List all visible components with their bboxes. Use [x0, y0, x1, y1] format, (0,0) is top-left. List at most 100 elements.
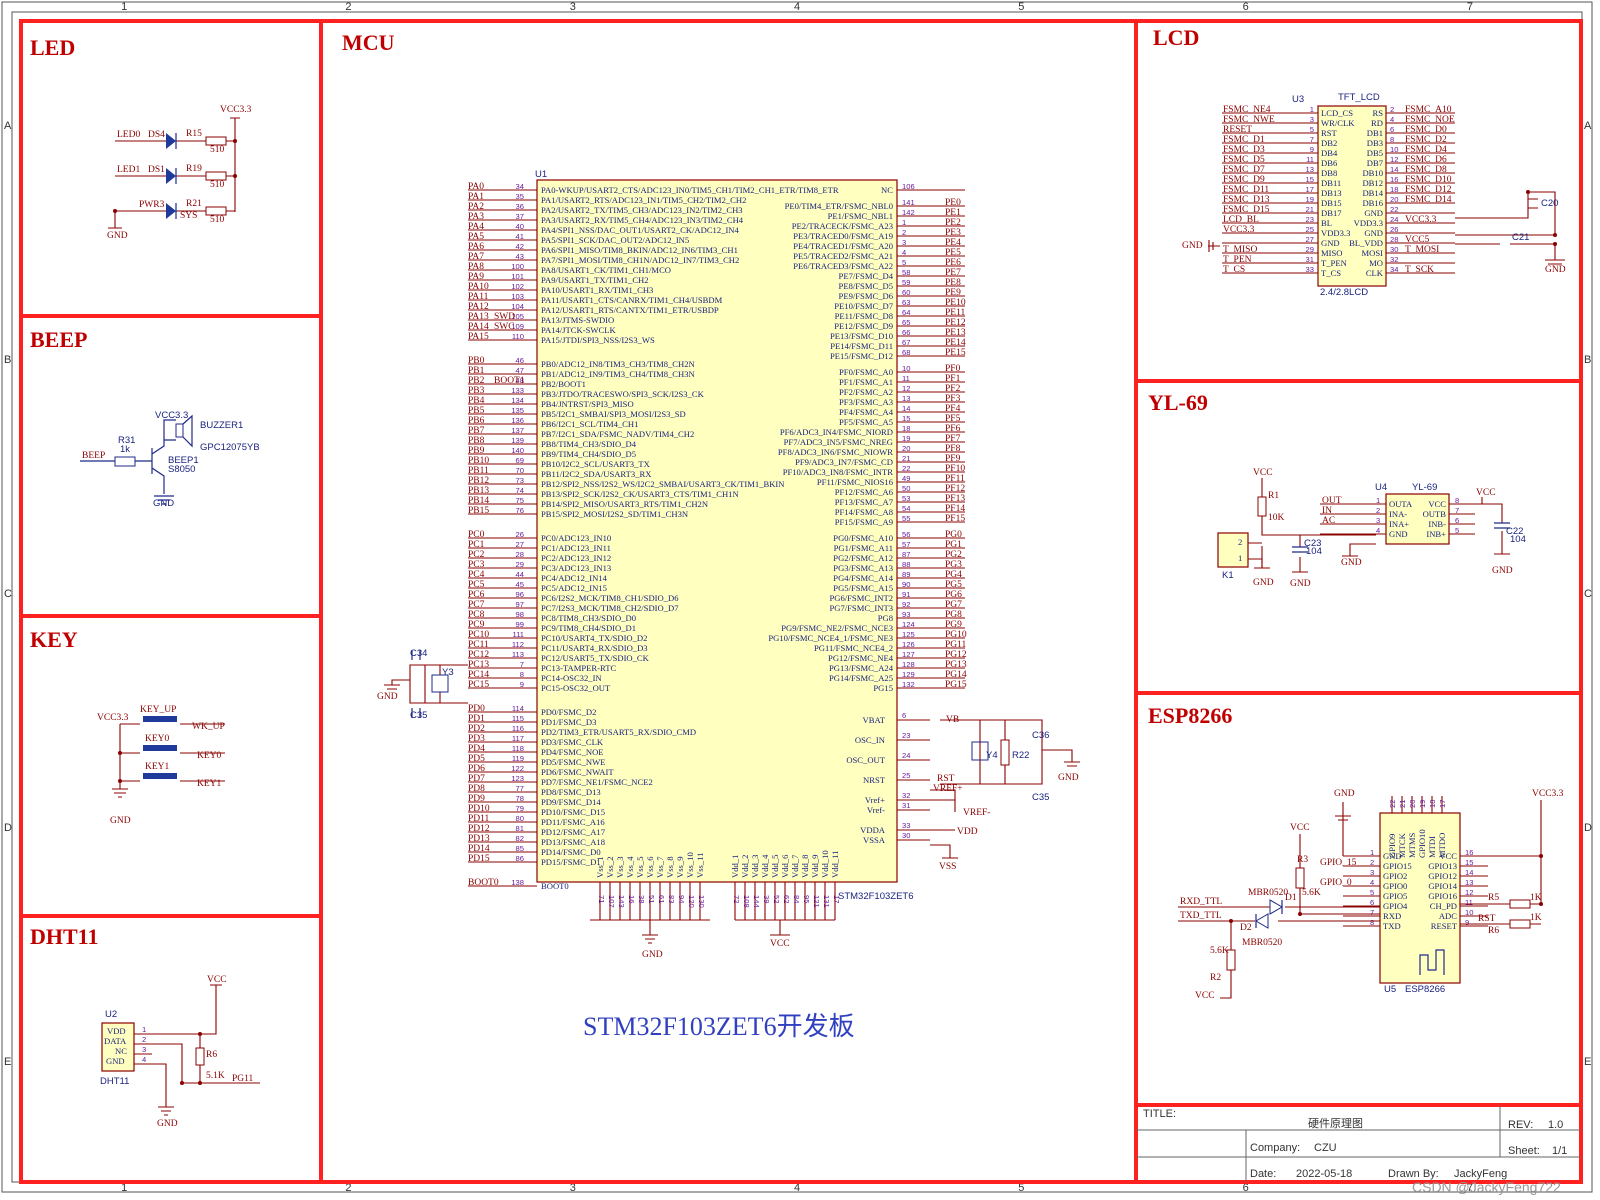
pin-number: 13 — [1465, 878, 1473, 887]
lcd-pin-function: DB7 — [1367, 158, 1384, 168]
pin-number: 20 — [1408, 800, 1417, 808]
pin-number: 23 — [902, 731, 910, 740]
mcu-pin-net: PC15 — [468, 680, 489, 690]
pin-number: 91 — [902, 590, 910, 599]
mcu-pin-function: PG10/FSMC_NCE4_1/FSMC_NE3 — [768, 633, 893, 643]
pin-number: 97 — [516, 600, 524, 609]
beep-buzzer-part: GPC12075YB — [200, 442, 260, 453]
pin-number: 8 — [1390, 135, 1394, 144]
pin-number: 92 — [902, 600, 910, 609]
mcu-pin-function: PA13/JTMS-SWDIO — [541, 315, 614, 325]
mcu-pin-net: PC8 — [468, 610, 485, 620]
mcu-vss-pin: Vss_11 — [695, 853, 705, 878]
led-diode-icon — [166, 133, 176, 149]
mcu-pin-net: PC10 — [468, 630, 489, 640]
mcu-pin-function: PF14/FSMC_A8 — [835, 507, 893, 517]
mcu-pin-extra: SWC — [494, 322, 515, 332]
mcu-pin-function: PG6/FSMC_INT2 — [829, 593, 893, 603]
pin-number: 5 — [1455, 526, 1459, 535]
mcu-crystal-left: Y3 — [442, 667, 454, 678]
dht11-pin: VDD — [107, 1026, 126, 1036]
title-value: 硬件原理图 — [1308, 1117, 1363, 1130]
pin-number: 64 — [902, 308, 910, 317]
mcu-pin-extra: BOOT1 — [494, 376, 525, 386]
mcu-pin-function: PG12/FSMC_NE4 — [828, 653, 894, 663]
frame-title-block — [1134, 1103, 1583, 1184]
pin-number: 47 — [516, 366, 524, 375]
led-row-ref: DS1 — [148, 165, 165, 175]
pin-number: 39 — [762, 895, 771, 903]
mcu-pin-net: PD7 — [468, 774, 485, 784]
led-circuit: VCC3.3 LED0 DS4 R15 510 LED1 DS1 R19 510… — [107, 105, 252, 241]
pin-number: 21 — [1398, 800, 1407, 808]
beep-circuit: VCC3.3 BUZZER1 GPC12075YB R31 1k BEEP BE… — [80, 410, 260, 509]
mcu-pin-function: PF6/ADC3_IN4/FSMC_NIORD — [780, 427, 893, 437]
mcu-vss-pin: Vss_6 — [645, 856, 655, 878]
pin-number: 89 — [902, 570, 910, 579]
mcu-pin-net: PE3 — [945, 228, 961, 238]
pin-number: 120 — [687, 895, 696, 908]
mcu-pin-net: PE9 — [945, 288, 961, 298]
mcu-pin-function: PE3/TRACED0/FSMC_A19 — [793, 231, 893, 241]
mcu-pin-net: PA7 — [468, 252, 484, 262]
yl69-pin-function: INA- — [1389, 509, 1407, 519]
mcu-pin-function: PD10/FSMC_D15 — [541, 807, 605, 817]
pin-number: 17 — [1438, 800, 1447, 808]
key-net: KEY1 — [197, 779, 222, 789]
pin-number: 33 — [902, 821, 910, 830]
yl69-gnd: GND — [1253, 578, 1274, 588]
mcu-vcc-bottom: VCC — [770, 939, 790, 949]
pin-number: 112 — [512, 640, 524, 649]
mcu-pin-function: PD3/FSMC_CLK — [541, 737, 604, 747]
buzzer-icon — [175, 423, 184, 438]
pin-number: 37 — [516, 212, 524, 221]
pin-number: 45 — [516, 580, 524, 589]
pin-number: 141 — [902, 198, 915, 207]
mcu-pin-net: PF0 — [945, 364, 961, 374]
mcu-pin-function: PA1/USART2_RTS/ADC123_IN1/TIM5_CH2/TIM2_… — [541, 195, 746, 205]
mcu-pin-function: PF8/ADC3_IN6/FSMC_NIOWR — [778, 447, 893, 457]
lcd-pin-net: FSMC_D14 — [1405, 195, 1452, 205]
lcd-pin-function: DB3 — [1367, 138, 1383, 148]
mcu-vdd-pin: Vdd_9 — [810, 855, 820, 878]
mcu-pin-function: PG4/FSMC_A14 — [833, 573, 893, 583]
mcu-pin-net: PB13 — [468, 486, 489, 496]
mcu-pin-function: PG14/FSMC_A25 — [829, 673, 893, 683]
pin-number: 19 — [902, 434, 910, 443]
mcu-pin-net: PC1 — [468, 540, 485, 550]
beep-transistor-label: BEEP1 — [168, 455, 199, 466]
mcu-pin-function: PC0/ADC123_IN10 — [541, 533, 611, 543]
mcu-pin-net: PE12 — [945, 318, 966, 328]
mcu-pin-function: PA12/USART1_RTS/CANTX/TIM1_ETR/USBDP — [541, 305, 719, 315]
pin-number: 19 — [1306, 195, 1314, 204]
pin-number: 36 — [516, 202, 524, 211]
mcu-vss-pin: Vss_5 — [635, 857, 645, 879]
lcd-pin-function: MO — [1369, 258, 1383, 268]
mcu-pin-function: PB9/TIM4_CH4/SDIO_D5 — [541, 449, 636, 459]
mcu-pin-net: PE15 — [945, 348, 966, 358]
yl69-ref: U4 — [1375, 482, 1387, 493]
ruler-label: 2 — [345, 1182, 351, 1194]
mcu-pin-net: PB7 — [468, 426, 485, 436]
pin-number: 104 — [511, 302, 524, 311]
lcd-pin-function: DB17 — [1321, 208, 1342, 218]
esp-vcc: VCC — [1290, 823, 1310, 833]
yl69-res-value: 10K — [1268, 513, 1285, 523]
pin-number: 32 — [902, 791, 910, 800]
esp-pin-function: GPIO13 — [1428, 861, 1457, 871]
led-row-val: 510 — [210, 145, 225, 155]
pin-number: 115 — [512, 714, 524, 723]
mcu-pin-function: PG0/FSMC_A10 — [833, 533, 893, 543]
pin-number: 84 — [792, 895, 801, 903]
mcu-pin-net: PG8 — [945, 610, 962, 620]
resistor-icon — [205, 171, 227, 181]
mcu-pin-function: PG5/FSMC_A15 — [833, 583, 893, 593]
section-title-beep: BEEP — [30, 327, 87, 352]
lcd-pin-function: DB15 — [1321, 198, 1342, 208]
mcu-pin-net: PG15 — [945, 680, 967, 690]
mcu-pin-function: PE6/TRACED3/FSMC_A22 — [793, 261, 893, 271]
pin-number: 13 — [902, 394, 910, 403]
pin-number: 31 — [1306, 255, 1314, 264]
pin-number: 29 — [516, 560, 524, 569]
